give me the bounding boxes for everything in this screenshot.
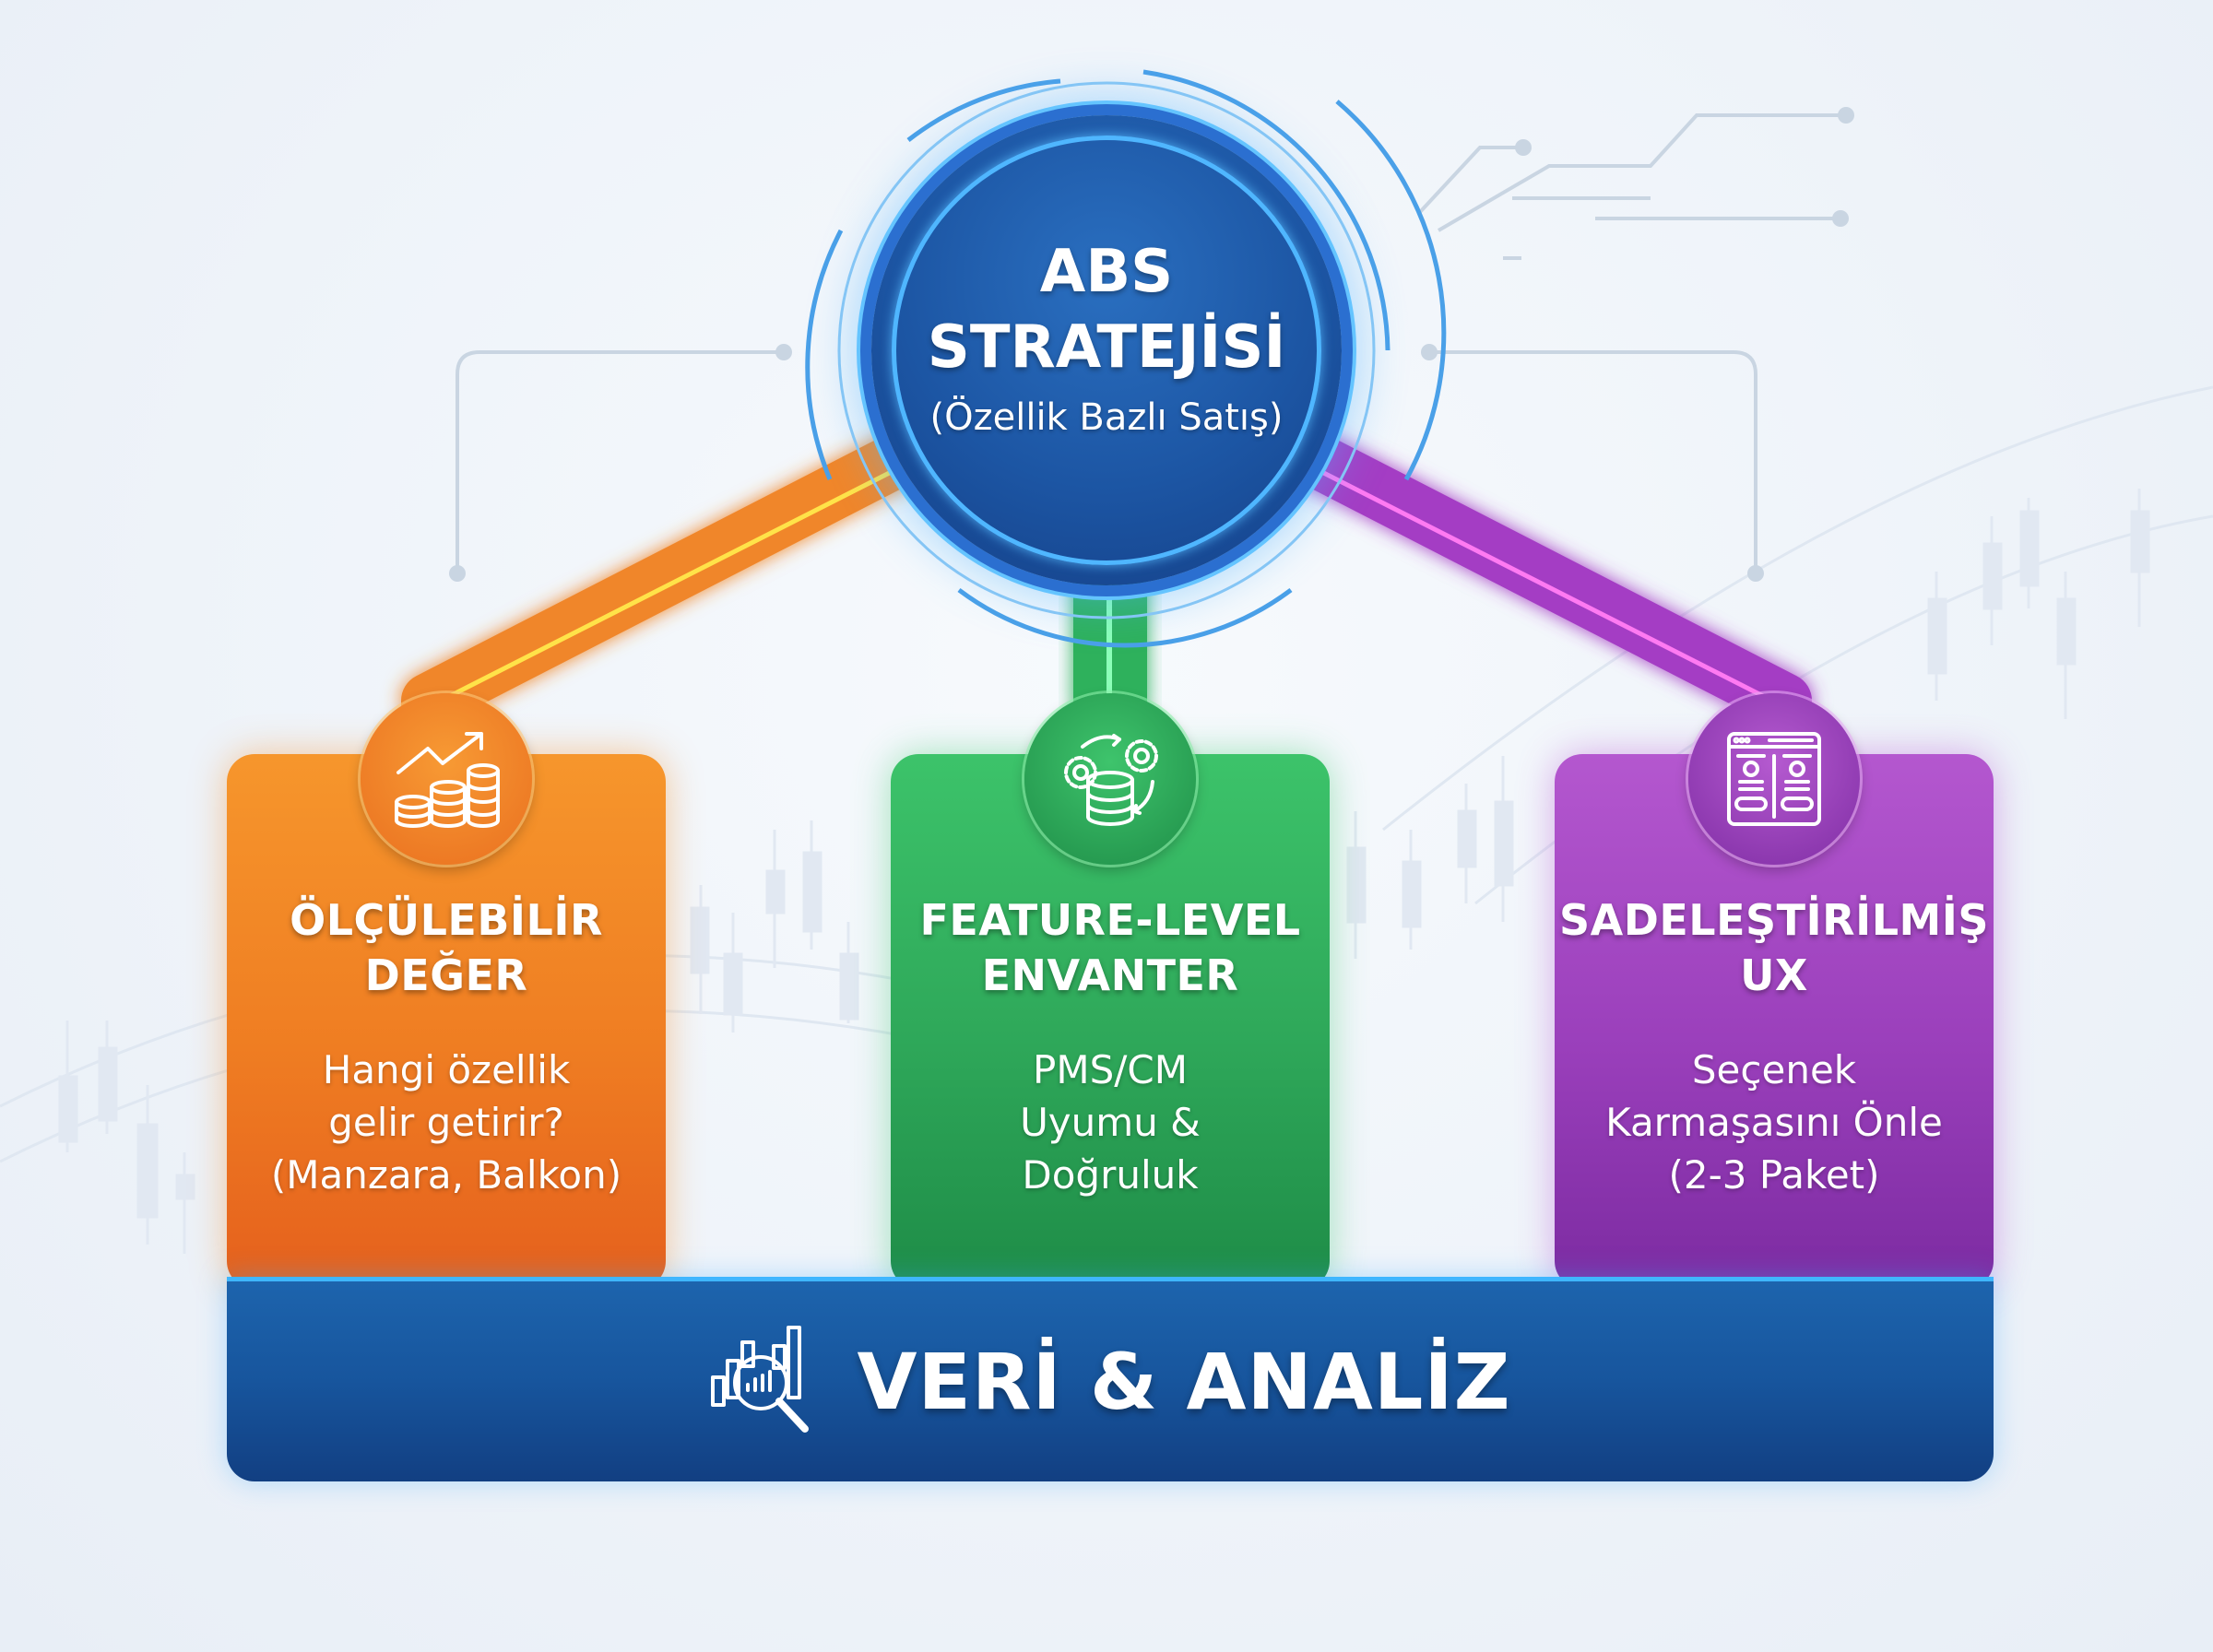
hub-outer-rings bbox=[805, 69, 1447, 648]
foundation-bar: VERİ & ANALİZ bbox=[227, 1277, 1994, 1481]
circuit-nodes bbox=[449, 107, 1854, 582]
purple-beam bbox=[1287, 427, 1812, 728]
hub-title: ABS STRATEJİSİ bbox=[927, 238, 1286, 382]
pillar-card-simplified-ux: SADELEŞTİRİLMİŞ UX Seçenek Karmaşasını Ö… bbox=[1555, 754, 1994, 1289]
pillar-title: ÖLÇÜLEBİLİR DEĞER bbox=[290, 895, 603, 1000]
pillar-body: Seçenek Karmaşasını Önle (2-3 Paket) bbox=[1605, 1047, 1943, 1198]
candlestick-decoration-left bbox=[58, 820, 859, 1254]
strategy-hub: ABS STRATEJİSİ (Özellik Bazlı Satış) bbox=[871, 115, 1342, 585]
rising-chart-coins-icon bbox=[361, 693, 532, 865]
pillar-body: Hangi özellik gelir getirir? (Manzara, B… bbox=[270, 1047, 622, 1198]
pillar-title: SADELEŞTİRİLMİŞ UX bbox=[1558, 895, 1990, 1000]
hub-inner-ring bbox=[892, 136, 1321, 565]
candlestick-decoration-right bbox=[1346, 489, 2150, 959]
orange-beam bbox=[401, 427, 926, 728]
foundation-title: VERİ & ANALİZ bbox=[857, 1336, 1511, 1427]
pillar-title: FEATURE-LEVEL ENVANTER bbox=[919, 895, 1301, 1000]
browser-layout-icon bbox=[1688, 693, 1860, 865]
hub-subtitle: (Özellik Bazlı Satış) bbox=[929, 396, 1284, 439]
circuit-lines bbox=[456, 113, 1844, 572]
analytics-magnifier-icon bbox=[709, 1320, 829, 1444]
database-gears-icon bbox=[1024, 693, 1196, 865]
pillar-body: PMS/CM Uyumu & Doğruluk bbox=[1020, 1047, 1201, 1198]
